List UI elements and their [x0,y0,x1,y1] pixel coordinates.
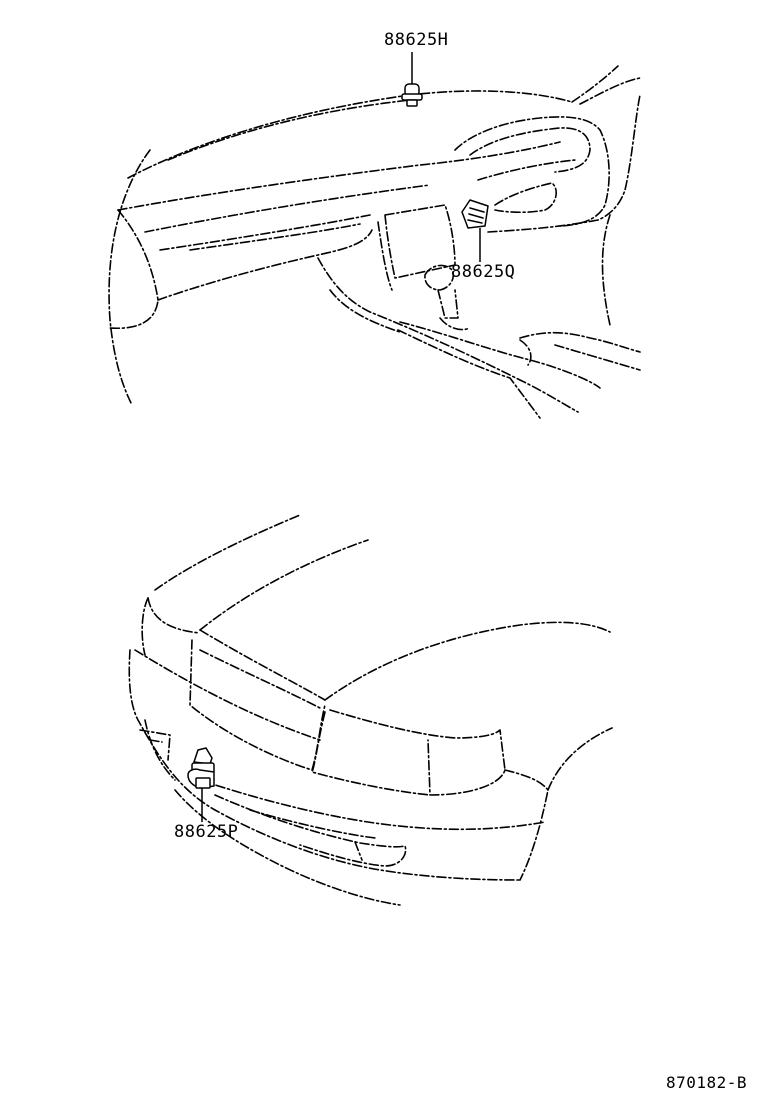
part-label-88625H: 88625H [384,30,449,50]
part-label-88625Q: 88625Q [451,262,516,282]
figure-code: 870182-B [666,1073,748,1092]
car-front-illustration [128,514,613,906]
dashboard-illustration [108,65,641,419]
sensor-88625H-icon [401,52,423,107]
part-label-88625P: 88625P [174,822,239,842]
sensor-88625Q-icon [461,199,489,262]
sensor-88625P-icon [187,747,215,822]
